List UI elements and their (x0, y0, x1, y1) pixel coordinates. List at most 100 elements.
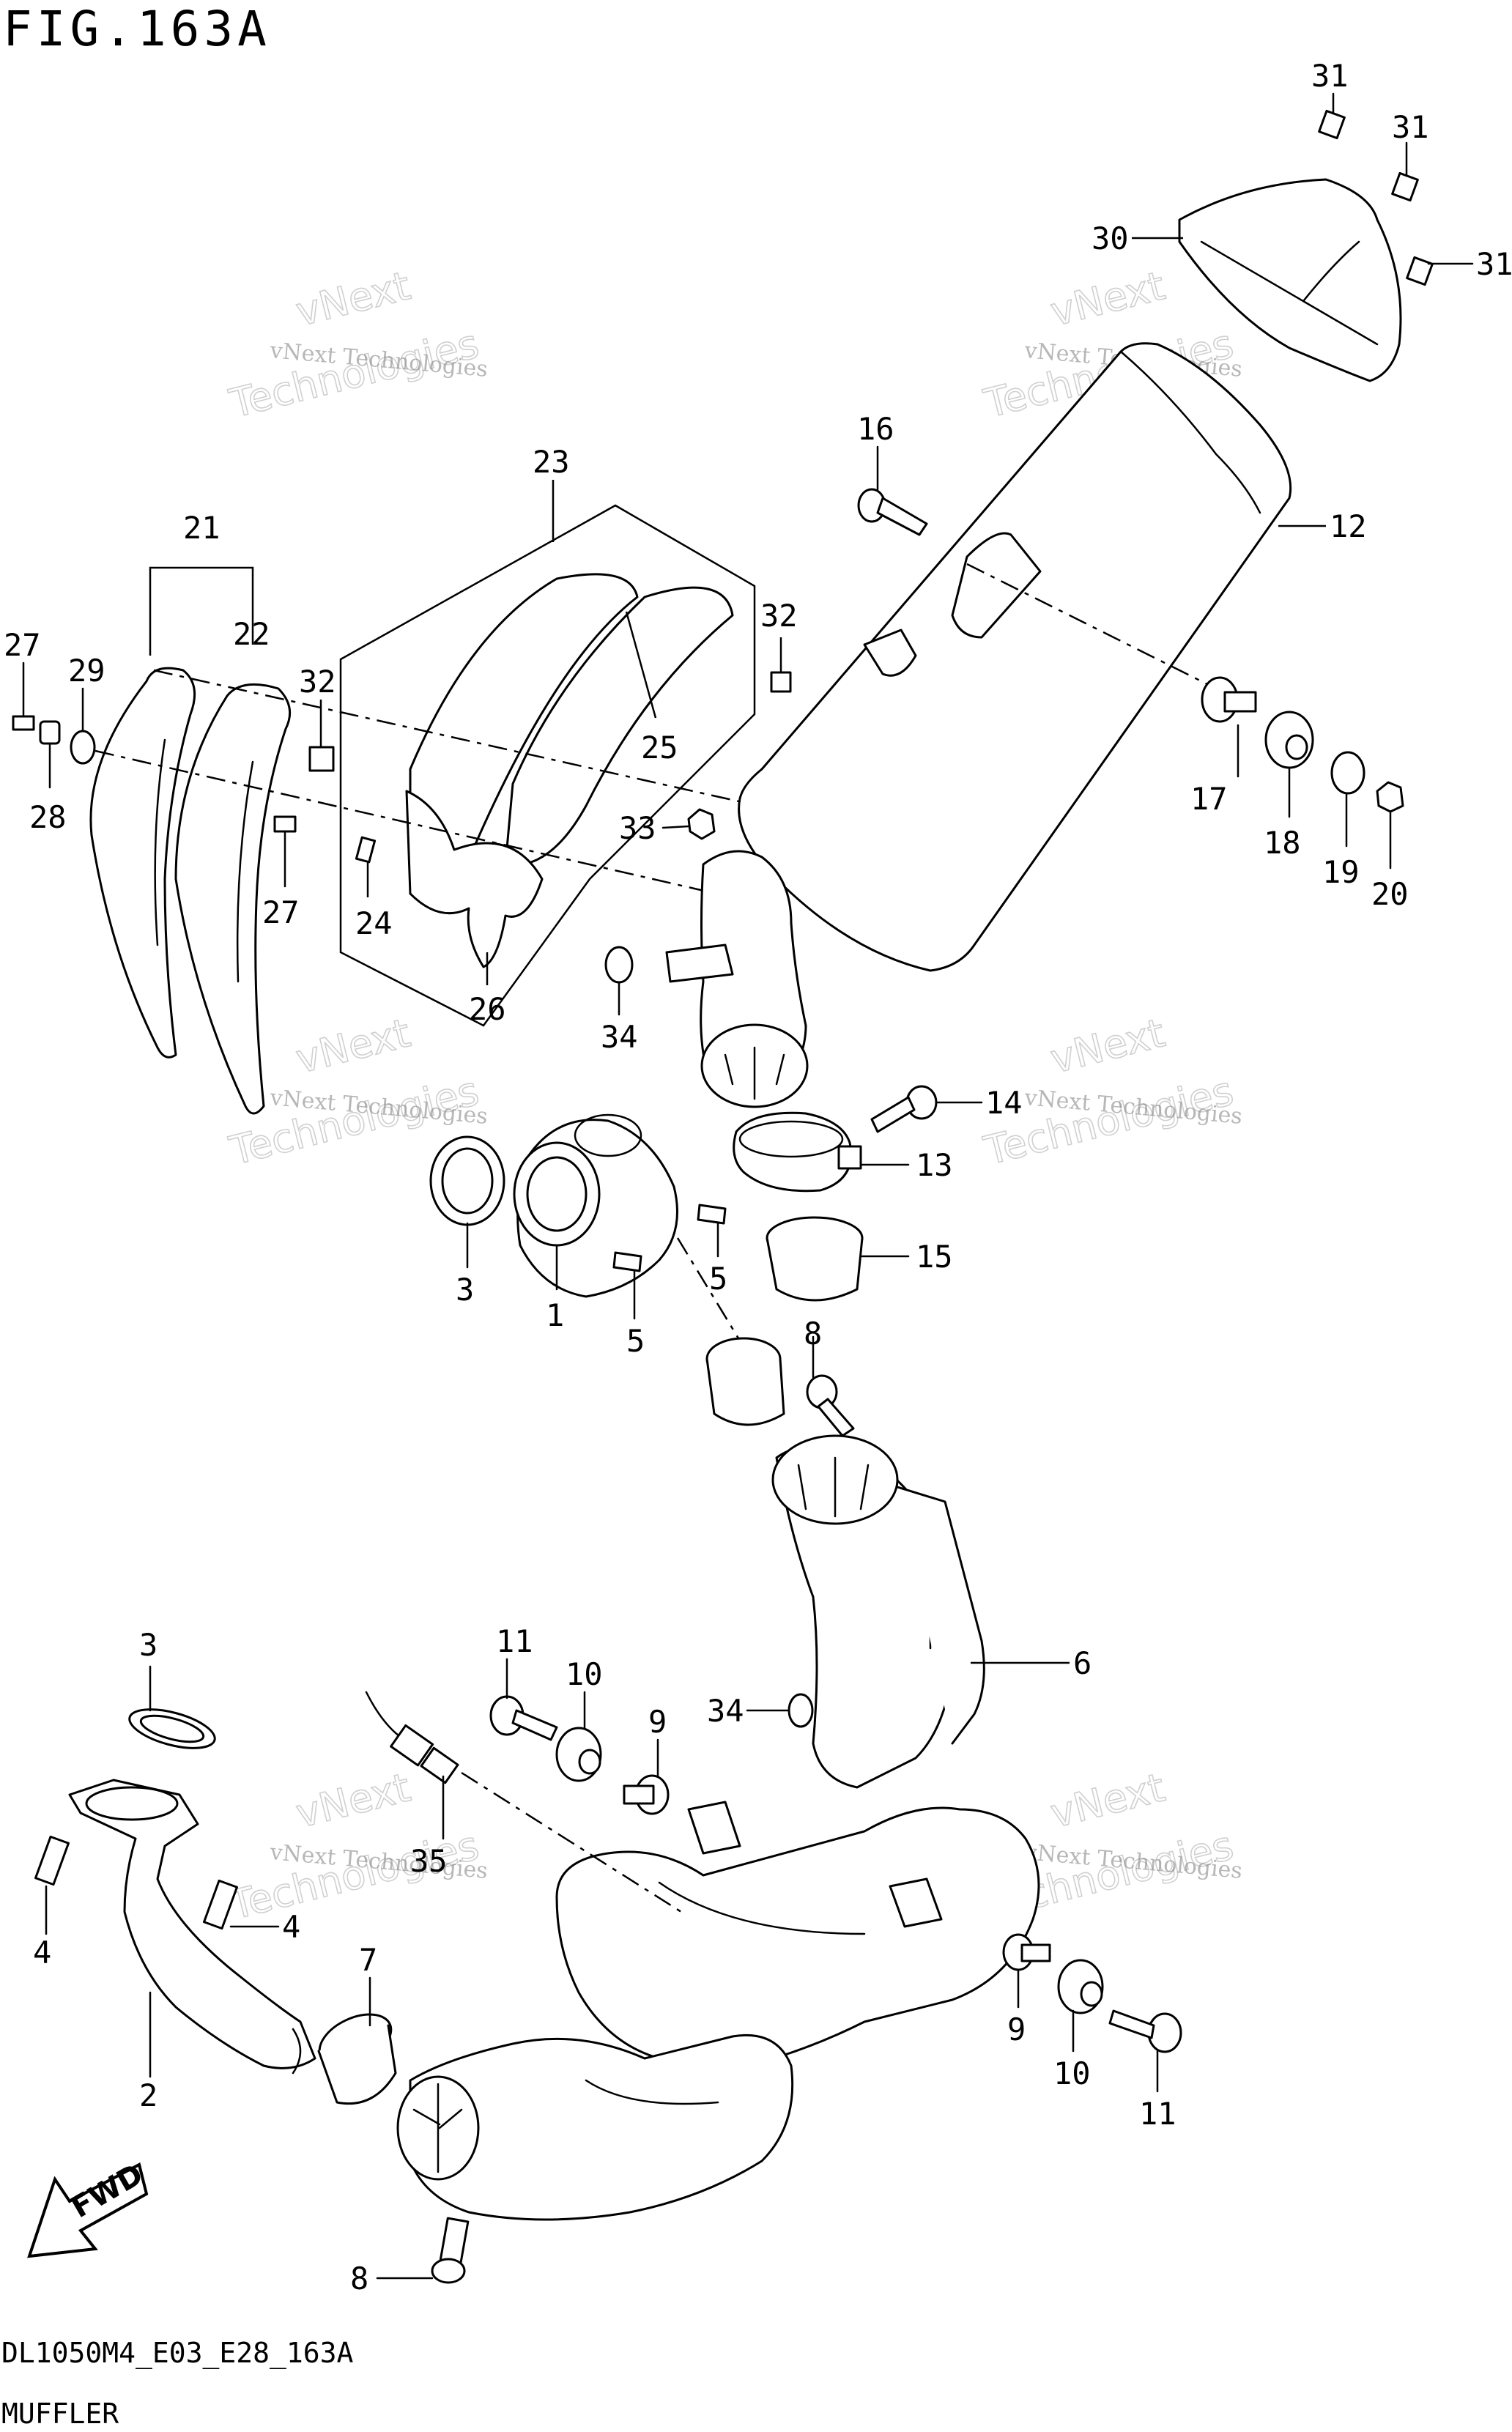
collar-9-upper (623, 1738, 670, 1815)
callout-6: 6 (1073, 1645, 1092, 1681)
callout-34-b: 34 (707, 1693, 744, 1729)
bolt-11-lower (1108, 2009, 1182, 2093)
svg-text:vNext: vNext (292, 1009, 415, 1082)
bolt-8-upper (806, 1335, 855, 1437)
band-34-upper (604, 946, 634, 1016)
callout-23: 23 (533, 444, 570, 480)
bolt-16 (857, 445, 928, 536)
inner-shield-25 (409, 573, 734, 895)
callout-8-b: 8 (350, 2261, 368, 2296)
callout-28: 28 (29, 799, 67, 835)
callout-19: 19 (1322, 854, 1360, 890)
assembly-line-shield-b (153, 669, 792, 815)
gasket-3-upper (429, 1135, 505, 1269)
figure-code: DL1050M4_E03_E28_163A (1, 2337, 354, 2370)
callout-24: 24 (355, 905, 393, 941)
washer-19 (1330, 751, 1365, 848)
assembly-line-sensor (461, 1771, 682, 1913)
clamp-13 (733, 1111, 910, 1193)
callout-29: 29 (68, 653, 105, 689)
assembly-line-shield-a (94, 749, 733, 899)
callout-15: 15 (916, 1239, 953, 1275)
figure-name: MUFFLER (1, 2398, 119, 2430)
callout-7: 7 (359, 1942, 377, 1978)
callout-26: 26 (469, 991, 506, 1027)
callout-35: 35 (410, 1843, 448, 1879)
callout-2: 2 (139, 2077, 158, 2113)
svg-text:vNext: vNext (1046, 1764, 1169, 1836)
clip-24 (355, 836, 377, 864)
cushion-32-right (770, 671, 792, 693)
connector-pipe-1 (513, 1113, 678, 1298)
callout-4-b: 4 (282, 1909, 300, 1945)
callout-8-a: 8 (804, 1316, 822, 1352)
callout-25: 25 (641, 730, 678, 765)
nut-20 (1376, 781, 1404, 870)
end-cap-30 (1178, 178, 1402, 382)
fwd-direction-indicator: FWD (27, 2157, 149, 2258)
leader-25 (625, 611, 657, 719)
grommet-18 (1264, 711, 1314, 818)
heat-shield-group-box (339, 504, 756, 1027)
grommet-29 (70, 687, 96, 765)
callout-22: 22 (233, 616, 270, 652)
callout-16: 16 (857, 411, 894, 447)
callout-labels: 31 31 31 30 16 12 23 21 22 27 29 32 32 2… (4, 58, 1512, 2296)
assembly-line-muffler-mount (966, 563, 1209, 686)
bolt-4-left (34, 1835, 70, 1935)
bolt-14 (870, 1085, 983, 1133)
figure-title: FIG.163A (3, 1, 271, 57)
gasket-upper-ring (705, 1337, 785, 1426)
callout-33: 33 (619, 810, 656, 846)
gasket-15 (766, 1216, 910, 1302)
svg-text:vNext: vNext (1046, 262, 1169, 335)
callout-10-a: 10 (566, 1656, 603, 1692)
callout-9-a: 9 (648, 1704, 667, 1740)
screw-27-left (12, 661, 35, 731)
callout-3-b: 3 (139, 1627, 158, 1663)
bolt-11-upper (489, 1658, 558, 1741)
gasket-7 (317, 1976, 397, 2105)
screw-27-right (273, 815, 297, 888)
svg-text:vNext: vNext (292, 262, 415, 335)
callout-17: 17 (1190, 781, 1228, 817)
nut-33 (662, 808, 716, 840)
collar-17 (1201, 676, 1257, 778)
muffler-body-12 (738, 342, 1292, 972)
oxygen-sensor-35 (365, 1691, 459, 1840)
front-pipe-2 (68, 1779, 316, 2078)
callout-31-a: 31 (1311, 58, 1349, 94)
callout-5-b: 5 (626, 1323, 645, 1359)
band-34-lower (746, 1693, 814, 1728)
heat-shield-22 (174, 683, 292, 1115)
callout-18: 18 (1264, 825, 1301, 861)
callout-5-a: 5 (709, 1261, 727, 1297)
svg-text:vNext: vNext (1046, 1009, 1169, 1082)
watermark-top-left: Technologies vNext vNext Technologies (224, 262, 489, 428)
callout-3-a: 3 (456, 1272, 474, 1308)
callout-21: 21 (183, 510, 220, 546)
heat-shield-21 (89, 667, 196, 1059)
callout-14: 14 (985, 1085, 1023, 1121)
bolt-5-b (612, 1251, 642, 1320)
callout-4-a: 4 (33, 1935, 51, 1971)
grommet-10-lower (1057, 1959, 1104, 2053)
callout-32-a: 32 (299, 664, 336, 700)
callout-9-b: 9 (1007, 2012, 1026, 2047)
watermark-low-left: Technologies vNext vNext Technologies (224, 1764, 489, 1929)
callout-13: 13 (916, 1147, 953, 1183)
callout-27-b: 27 (262, 894, 300, 930)
callout-11-a: 11 (496, 1623, 533, 1659)
callout-10-b: 10 (1053, 2055, 1091, 2091)
bolt-5-a (697, 1204, 727, 1258)
cushion-32-left (308, 746, 335, 772)
bolt-4-right (203, 1879, 280, 1930)
inner-shield-26 (405, 790, 544, 968)
callout-30: 30 (1092, 220, 1129, 256)
muffler-bracket (665, 943, 734, 983)
exhaust-pipe-6 (771, 1434, 985, 1789)
callout-31-c: 31 (1476, 246, 1512, 282)
callout-20: 20 (1371, 876, 1409, 912)
svg-text:vNext: vNext (292, 1764, 415, 1836)
